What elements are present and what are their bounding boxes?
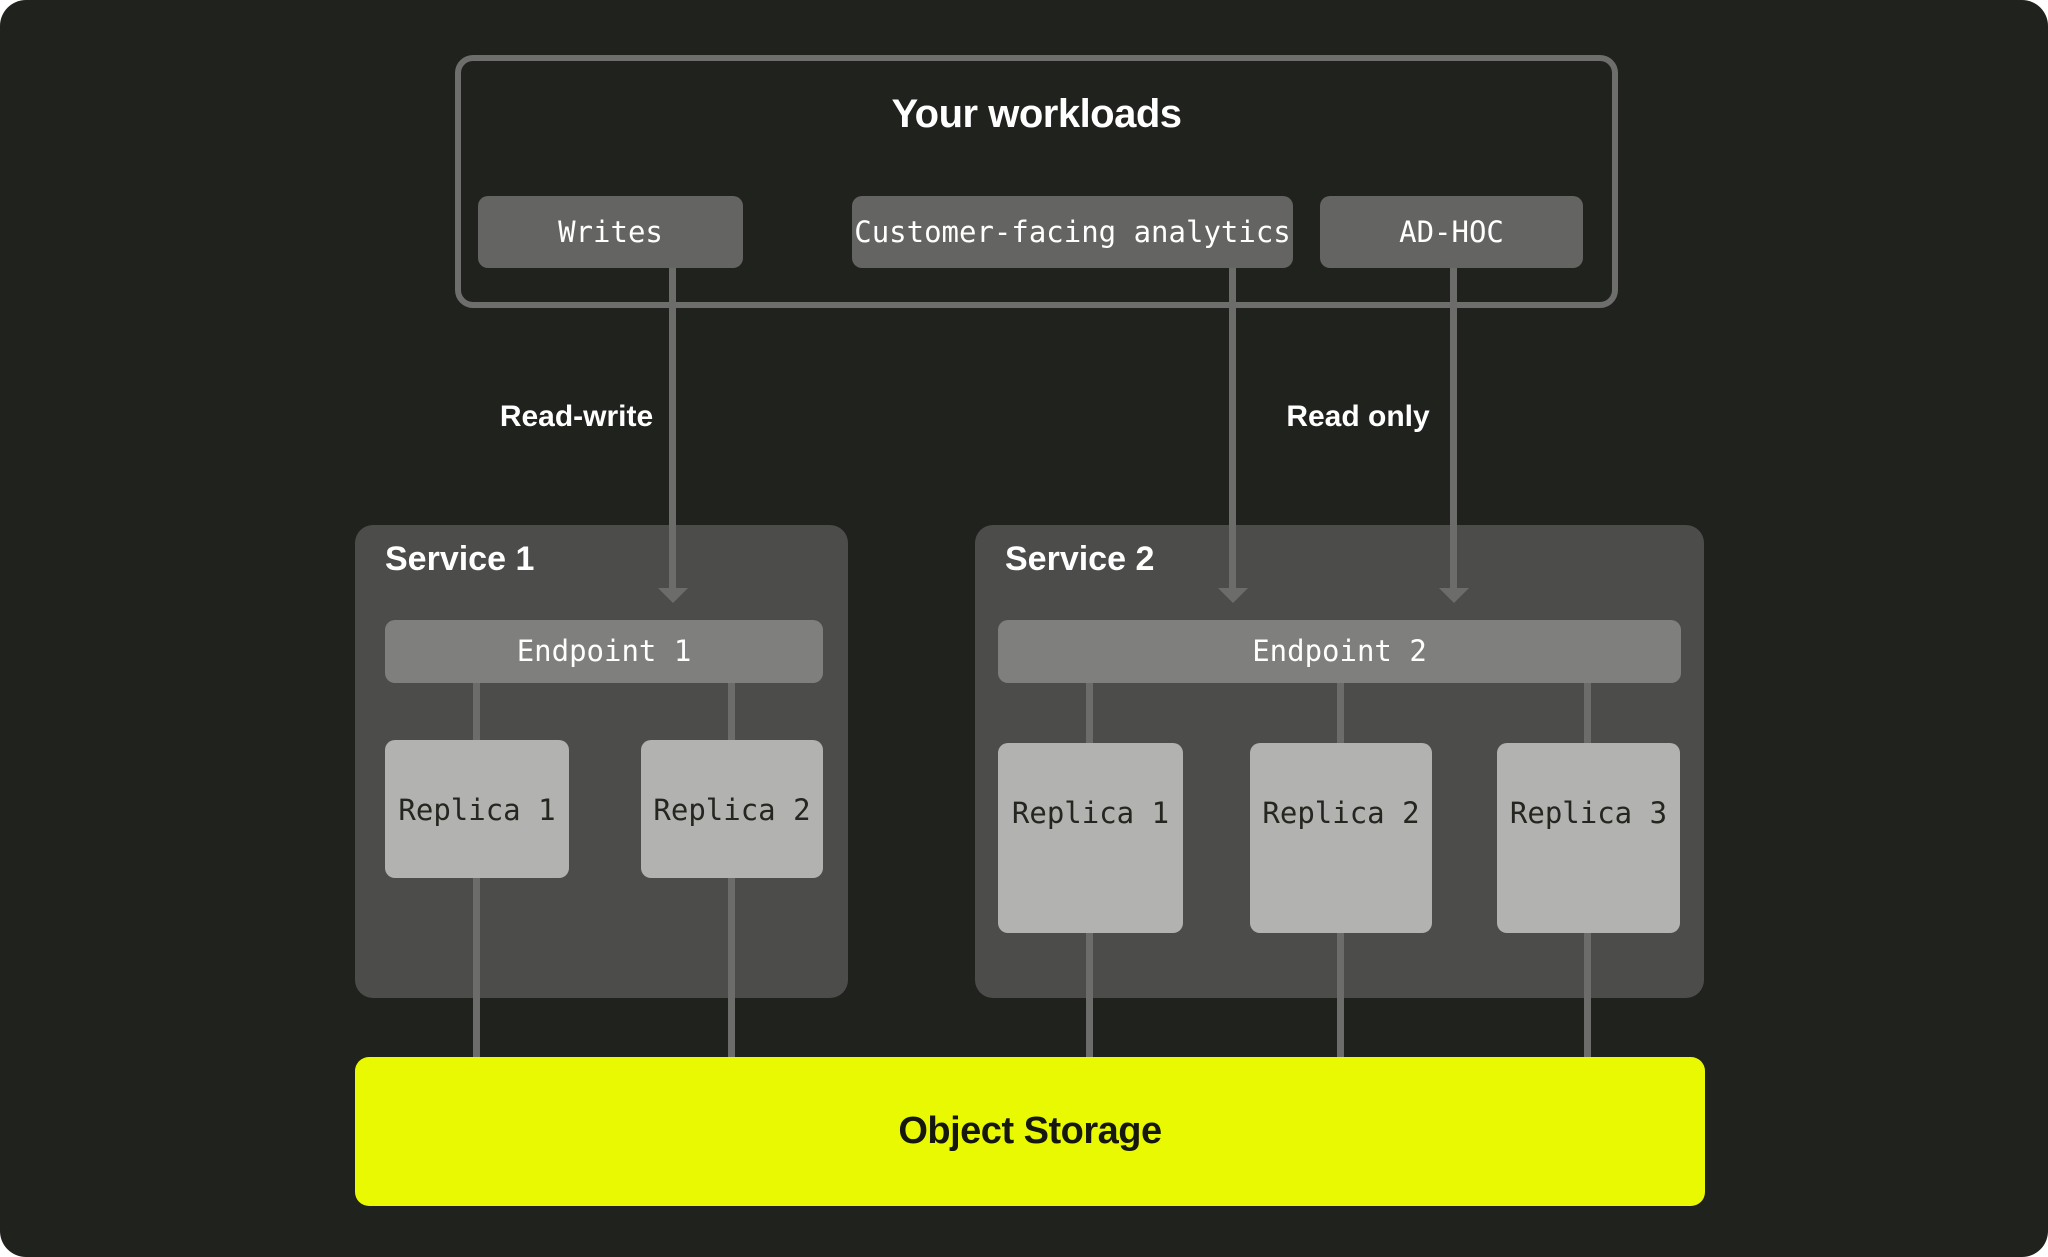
arrowhead-analytics-icon: [1218, 588, 1248, 603]
arrowhead-adhoc-icon: [1439, 588, 1469, 603]
object-storage-bar: Object Storage: [355, 1057, 1705, 1206]
service1-replica-2: Replica 2: [641, 740, 823, 878]
service2-replica-3: Replica 3: [1497, 743, 1680, 933]
arrowhead-writes-icon: [658, 588, 688, 603]
workload-ad-hoc: AD-HOC: [1320, 196, 1583, 268]
arrow-analytics-to-endpoint2: [1229, 268, 1236, 588]
service-1-title: Service 1: [385, 540, 535, 578]
service2-replica-2: Replica 2: [1250, 743, 1432, 933]
workload-customer-facing-analytics: Customer-facing analytics: [852, 196, 1293, 268]
object-storage-label: Object Storage: [898, 1110, 1162, 1152]
service1-replica-1: Replica 1: [385, 740, 569, 878]
read-write-label: Read-write: [499, 400, 654, 433]
workloads-title: Your workloads: [891, 92, 1182, 136]
arrow-writes-to-endpoint1: [669, 268, 676, 588]
endpoint-1: Endpoint 1: [385, 620, 823, 683]
endpoint-2: Endpoint 2: [998, 620, 1681, 683]
workload-writes: Writes: [478, 196, 743, 268]
read-only-label: Read only: [1286, 400, 1430, 433]
arrow-adhoc-to-endpoint2: [1450, 268, 1457, 588]
service-2-title: Service 2: [1005, 540, 1155, 578]
workloads-group-box: [455, 55, 1618, 308]
service2-replica-1: Replica 1: [998, 743, 1183, 933]
